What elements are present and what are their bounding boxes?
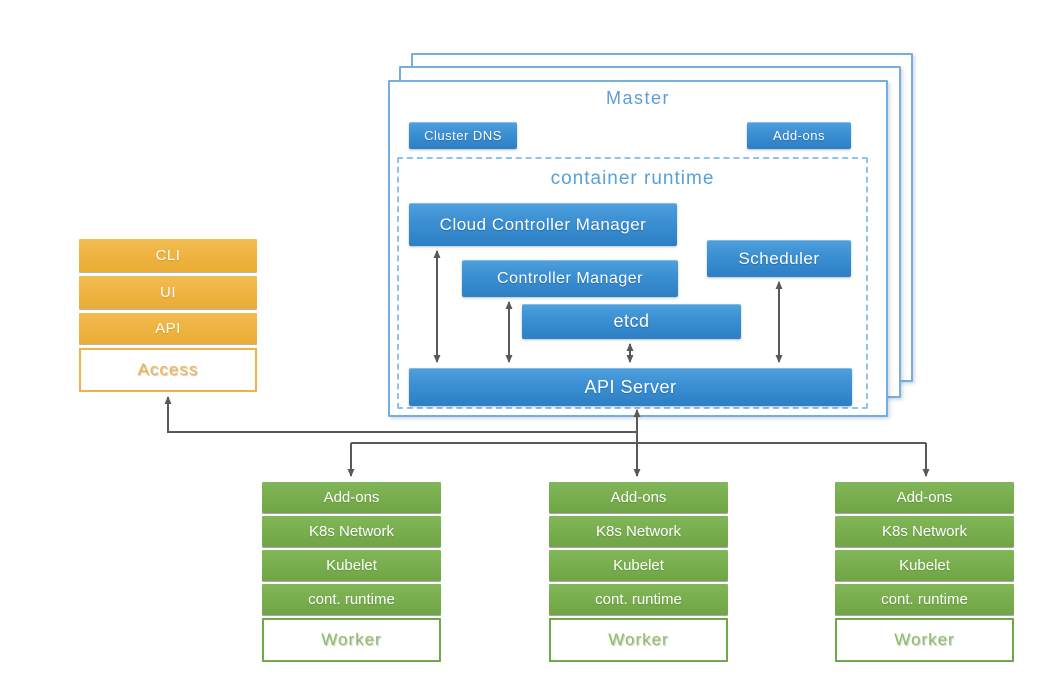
- worker1-row-k8s-network: K8s Network: [262, 516, 441, 547]
- worker2-row-addons: Add-ons: [549, 482, 728, 513]
- etcd-label: etcd: [613, 311, 650, 331]
- worker2-row-kubelet: Kubelet: [549, 550, 728, 581]
- ui-label: UI: [160, 284, 176, 301]
- cloud-controller-manager-label: Cloud Controller Manager: [439, 214, 647, 234]
- api-server-label: API Server: [584, 376, 677, 397]
- api-label: API: [155, 320, 181, 337]
- access-box: Access: [79, 348, 257, 392]
- worker2-row-k8s-network: K8s Network: [549, 516, 728, 547]
- api-server-box: API Server: [409, 368, 852, 406]
- worker2-addons-label: Add-ons: [610, 489, 667, 506]
- scheduler-label: Scheduler: [738, 248, 820, 268]
- cluster-dns-label: Cluster DNS: [424, 128, 502, 143]
- worker1-label-box: Worker: [262, 618, 441, 662]
- worker3-k8s-network-label: K8s Network: [881, 523, 968, 540]
- controller-manager-label: Controller Manager: [497, 269, 643, 287]
- worker1-row-addons: Add-ons: [262, 482, 441, 513]
- cluster-dns-box: Cluster DNS: [409, 122, 517, 149]
- worker3-cont-runtime-label: cont. runtime: [881, 591, 968, 608]
- worker2-k8s-network-label: K8s Network: [595, 523, 682, 540]
- worker1-label: Worker: [321, 630, 382, 649]
- worker-node-2: Add-ons K8s Network Kubelet cont. runtim…: [549, 482, 728, 662]
- etcd-box: etcd: [522, 304, 741, 339]
- worker3-row-k8s-network: K8s Network: [835, 516, 1014, 547]
- scheduler-box: Scheduler: [707, 240, 851, 277]
- worker2-row-cont-runtime: cont. runtime: [549, 584, 728, 615]
- worker3-label-box: Worker: [835, 618, 1014, 662]
- worker2-kubelet-label: Kubelet: [613, 557, 664, 574]
- worker1-k8s-network-label: K8s Network: [308, 523, 395, 540]
- api-box: API: [79, 313, 257, 344]
- worker2-label: Worker: [608, 630, 669, 649]
- worker1-addons-label: Add-ons: [323, 489, 380, 506]
- worker3-row-addons: Add-ons: [835, 482, 1014, 513]
- worker3-addons-label: Add-ons: [896, 489, 953, 506]
- controller-manager-box: Controller Manager: [462, 260, 678, 297]
- cli-box: CLI: [79, 239, 257, 272]
- worker3-row-cont-runtime: cont. runtime: [835, 584, 1014, 615]
- worker1-row-cont-runtime: cont. runtime: [262, 584, 441, 615]
- master-addons-box: Add-ons: [747, 122, 851, 149]
- ui-box: UI: [79, 276, 257, 309]
- worker2-cont-runtime-label: cont. runtime: [595, 591, 682, 608]
- access-label: Access: [137, 360, 199, 379]
- worker-node-3: Add-ons K8s Network Kubelet cont. runtim…: [835, 482, 1014, 662]
- worker-node-1: Add-ons K8s Network Kubelet cont. runtim…: [262, 482, 441, 662]
- worker2-label-box: Worker: [549, 618, 728, 662]
- worker1-kubelet-label: Kubelet: [326, 557, 377, 574]
- worker3-row-kubelet: Kubelet: [835, 550, 1014, 581]
- cli-label: CLI: [155, 247, 181, 264]
- container-runtime-title: container runtime: [550, 168, 715, 189]
- worker1-row-kubelet: Kubelet: [262, 550, 441, 581]
- worker1-cont-runtime-label: cont. runtime: [308, 591, 395, 608]
- worker3-label: Worker: [894, 630, 955, 649]
- worker3-kubelet-label: Kubelet: [899, 557, 950, 574]
- master-title: Master: [605, 88, 670, 108]
- cloud-controller-manager-box: Cloud Controller Manager: [409, 203, 677, 246]
- master-addons-label: Add-ons: [773, 128, 825, 143]
